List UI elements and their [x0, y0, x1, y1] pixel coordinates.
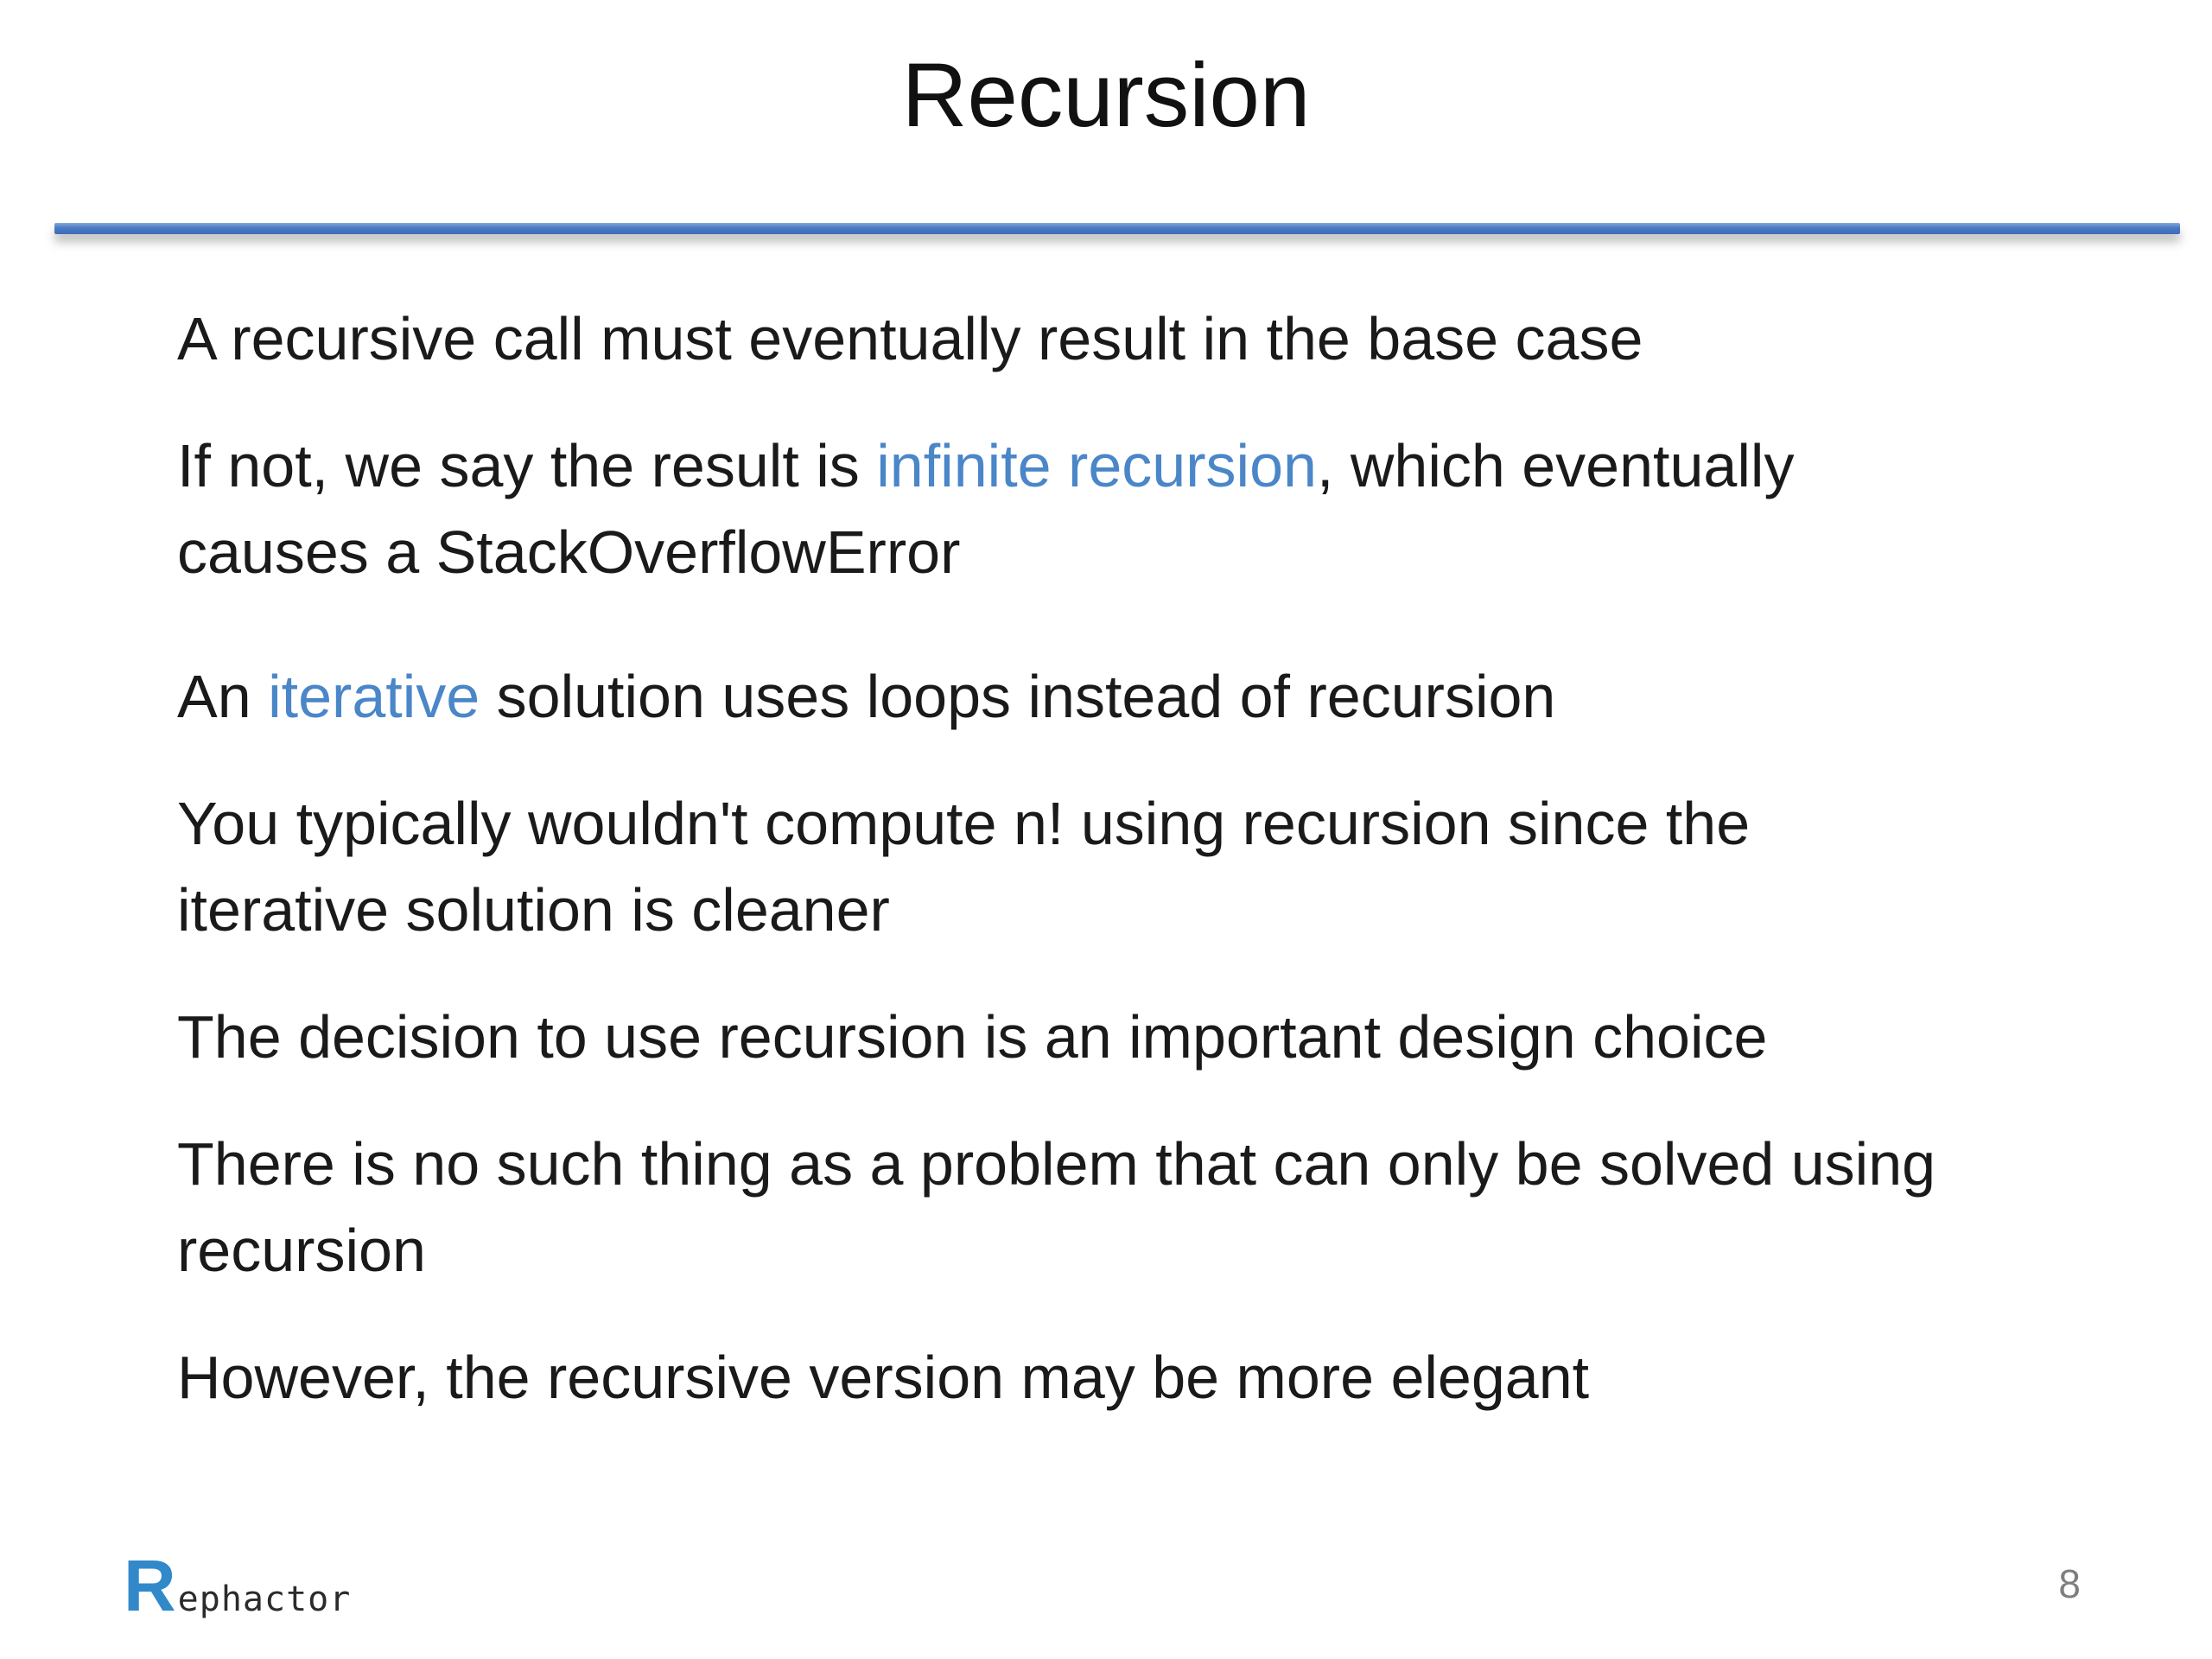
body-paragraph: If not, we say the result is infinite re… — [177, 423, 2190, 595]
text-segment: The decision to use recursion is an impo… — [177, 1003, 1768, 1071]
logo-text: ephactor — [177, 1580, 352, 1619]
text-segment: A recursive call must eventually result … — [177, 305, 1643, 372]
page-title: Recursion — [901, 45, 1311, 146]
paragraph-line: causes a StackOverflowError — [177, 509, 2190, 595]
paragraph-line: However, the recursive version may be mo… — [177, 1334, 2190, 1421]
body-paragraph: A recursive call must eventually result … — [177, 296, 2190, 382]
highlight-term: infinite recursion — [876, 432, 1317, 499]
text-segment: solution uses loops instead of recursion — [480, 663, 1556, 730]
body-paragraph: There is no such thing as a problem that… — [177, 1121, 2190, 1294]
paragraph-line: You typically wouldn't compute n! using … — [177, 780, 2190, 867]
paragraph-line: If not, we say the result is infinite re… — [177, 423, 2190, 509]
highlight-term: iterative — [268, 663, 480, 730]
text-segment: If not, we say the result is — [177, 432, 877, 499]
title-underline-rule — [54, 223, 2180, 234]
text-segment: However, the recursive version may be mo… — [177, 1344, 1590, 1411]
rephactor-logo: R ephactor — [124, 1549, 351, 1622]
paragraph-line: iterative solution is cleaner — [177, 867, 2190, 953]
paragraph-line: There is no such thing as a problem that… — [177, 1121, 2190, 1207]
text-segment: iterative solution is cleaner — [177, 876, 890, 944]
logo-initial: R — [124, 1545, 176, 1626]
body-paragraph: The decision to use recursion is an impo… — [177, 994, 2190, 1080]
body-paragraph: You typically wouldn't compute n! using … — [177, 780, 2190, 953]
text-segment: There is no such thing as a problem that… — [177, 1130, 1936, 1198]
body-paragraph: An iterative solution uses loops instead… — [177, 653, 2190, 740]
text-segment: You typically wouldn't compute n! using … — [177, 790, 1751, 857]
paragraph-line: An iterative solution uses loops instead… — [177, 653, 2190, 740]
paragraph-line: A recursive call must eventually result … — [177, 296, 2190, 382]
text-segment: causes a StackOverflowError — [177, 518, 961, 586]
paragraph-line: recursion — [177, 1207, 2190, 1294]
text-segment: recursion — [177, 1217, 426, 1284]
body-paragraph: However, the recursive version may be mo… — [177, 1334, 2190, 1421]
paragraph-line: The decision to use recursion is an impo… — [177, 994, 2190, 1080]
page-number: 8 — [2058, 1561, 2081, 1606]
text-segment: , which eventually — [1316, 432, 1795, 499]
body-text: A recursive call must eventually result … — [177, 296, 2190, 1461]
text-segment: An — [177, 663, 269, 730]
